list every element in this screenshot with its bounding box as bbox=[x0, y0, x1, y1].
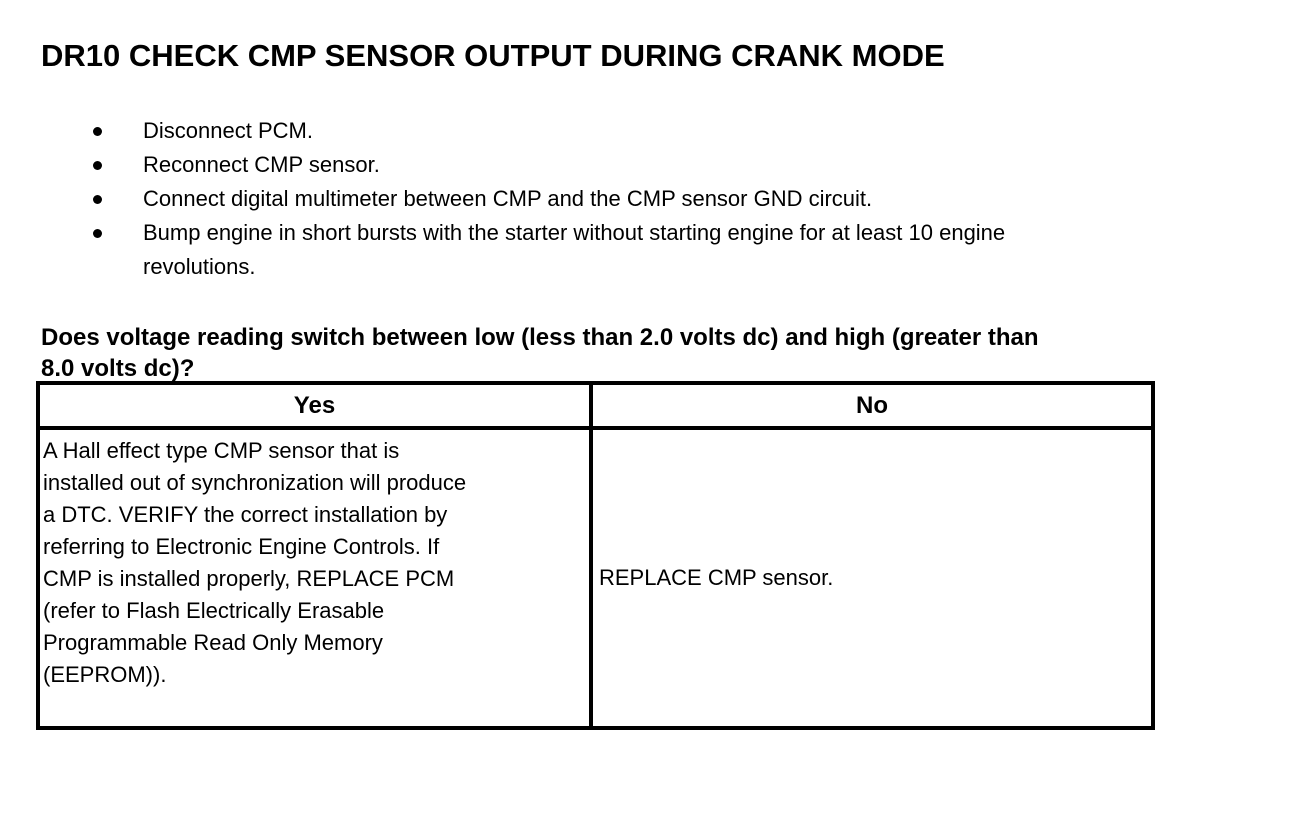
question-line: Does voltage reading switch between low … bbox=[41, 324, 1039, 351]
yes-action-line: referring to Electronic Engine Controls.… bbox=[43, 534, 440, 559]
no-action-line: REPLACE CMP sensor. bbox=[599, 565, 834, 590]
bullet-icon bbox=[93, 161, 102, 170]
step-text: Disconnect PCM. bbox=[143, 118, 313, 143]
bullet-icon bbox=[93, 229, 102, 238]
step-text: Bump engine in short bursts with the sta… bbox=[143, 220, 1006, 245]
yes-column-header: Yes bbox=[36, 381, 593, 430]
yes-action-line: A Hall effect type CMP sensor that is bbox=[43, 438, 400, 463]
bullet-icon bbox=[93, 195, 102, 204]
question-text: Does voltage reading switch between low … bbox=[41, 322, 1039, 384]
yes-action-line: (refer to Flash Electrically Erasable bbox=[43, 598, 385, 623]
yes-action-cell: A Hall effect type CMP sensor that is in… bbox=[36, 426, 593, 730]
yes-action-line: installed out of synchronization will pr… bbox=[43, 470, 467, 495]
list-item: Disconnect PCM. bbox=[41, 114, 1281, 148]
bullet-icon bbox=[93, 127, 102, 136]
yes-action-line: CMP is installed properly, REPLACE PCM bbox=[43, 566, 455, 591]
table-header-row: Yes No bbox=[36, 381, 1155, 430]
list-item: Reconnect CMP sensor. bbox=[41, 148, 1281, 182]
yes-action-line: (EEPROM)). bbox=[43, 662, 167, 687]
yes-action-line: Programmable Read Only Memory bbox=[43, 630, 383, 655]
list-item: Connect digital multimeter between CMP a… bbox=[41, 182, 1281, 216]
yes-action-line: a DTC. VERIFY the correct installation b… bbox=[43, 502, 448, 527]
list-item: Bump engine in short bursts with the sta… bbox=[41, 216, 1281, 284]
procedure-steps-list: Disconnect PCM. Reconnect CMP sensor. Co… bbox=[41, 114, 1281, 284]
decision-table: Yes No A Hall effect type CMP sensor tha… bbox=[36, 381, 1155, 730]
question-line: 8.0 volts dc)? bbox=[41, 355, 195, 382]
step-text: Reconnect CMP sensor. bbox=[143, 152, 380, 177]
no-column-header: No bbox=[589, 381, 1155, 430]
step-text: revolutions. bbox=[143, 254, 256, 279]
table-row: A Hall effect type CMP sensor that is in… bbox=[36, 426, 1155, 730]
step-text: Connect digital multimeter between CMP a… bbox=[143, 186, 873, 211]
no-action-cell: REPLACE CMP sensor. bbox=[589, 426, 1155, 730]
page-title: DR10 CHECK CMP SENSOR OUTPUT DURING CRAN… bbox=[41, 38, 945, 73]
